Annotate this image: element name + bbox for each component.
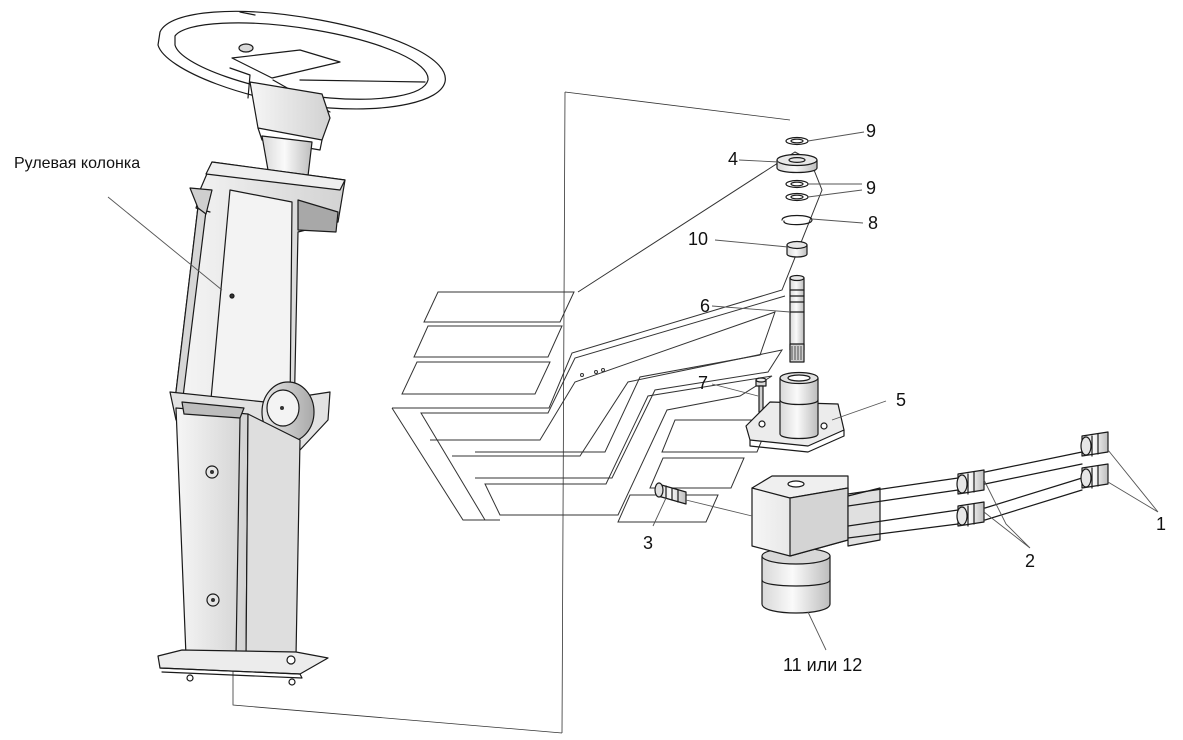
part-9-top-label: 9: [866, 121, 877, 141]
shaft-6: [789, 274, 805, 363]
flange-5: [745, 371, 845, 453]
part-9-mid-label: 9: [866, 178, 877, 198]
steering-column: [157, 10, 446, 686]
part-1-label: 1: [1156, 514, 1167, 534]
steering-column-label: Рулевая колонка: [14, 155, 141, 172]
part-4-label: 4: [728, 149, 739, 169]
steering-unit-11-12: [751, 475, 881, 614]
part-5-label: 5: [896, 390, 907, 410]
floor-chevron-symbol: [391, 151, 823, 523]
fittings-1: [1080, 431, 1109, 489]
fitting-3: [654, 482, 687, 505]
part-2-label: 2: [1025, 551, 1036, 571]
part-8-label: 8: [868, 213, 879, 233]
bolt-7: [755, 377, 767, 413]
washer-9-top: [785, 136, 809, 146]
part-3-label: 3: [643, 533, 654, 553]
part-7-label: 7: [698, 373, 709, 393]
exploded-parts: [654, 136, 1109, 614]
part-10-label: 10: [688, 229, 709, 249]
part-11-12-label: 11 или 12: [783, 655, 863, 675]
fittings-2: [956, 469, 985, 527]
leader-lines: [107, 131, 1159, 651]
nut-4: [776, 153, 818, 174]
part-6-label: 6: [700, 296, 711, 316]
